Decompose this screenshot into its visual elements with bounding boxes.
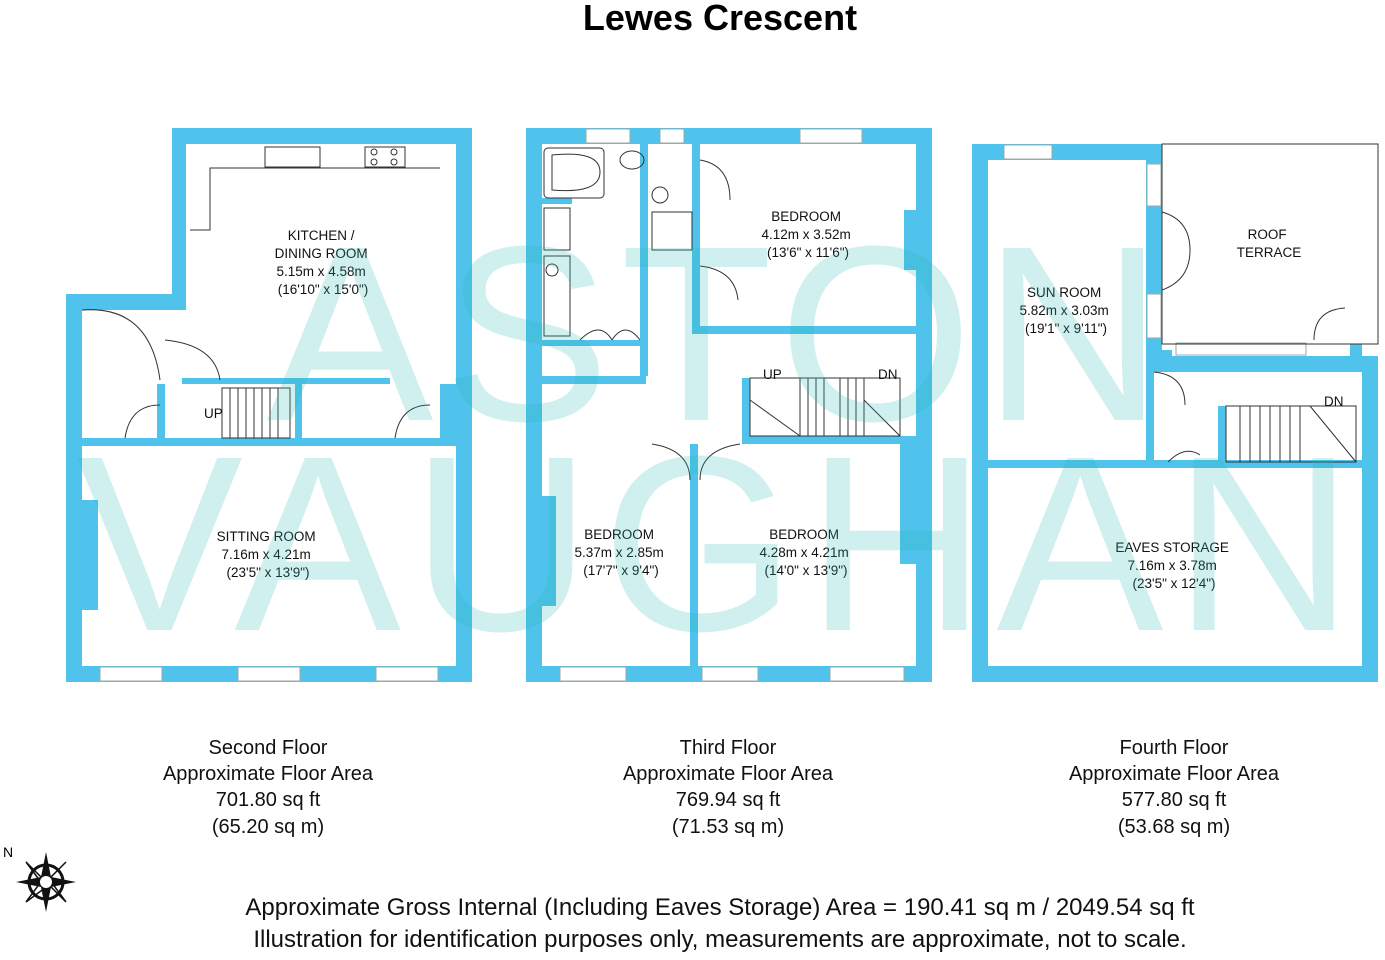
third-floor-sqft: 769.94 sq ft bbox=[676, 789, 781, 811]
stairs-down-label-fourth: DN bbox=[1324, 394, 1344, 409]
third-floor-interior-walls bbox=[542, 144, 916, 666]
second-floor-windows bbox=[99, 666, 439, 682]
second-floor-area-label: Approximate Floor Area bbox=[163, 763, 374, 785]
fourth-floor-name: Fourth Floor bbox=[1120, 737, 1229, 759]
second-floor-sqft: 701.80 sq ft bbox=[216, 789, 321, 811]
room-eaves-storage: EAVES STORAGE 7.16m x 3.78m (23'5" x 12'… bbox=[1115, 540, 1232, 591]
stairs-up-label-third: UP bbox=[763, 367, 782, 382]
disclaimer-note: Illustration for identification purposes… bbox=[253, 926, 1186, 953]
third-floor-plan: UP DN BEDROOM 4.12m x 3.52m (13'6" x 11'… bbox=[526, 128, 932, 682]
fourth-floor-interior-walls bbox=[988, 344, 1362, 468]
fourth-floor-windows bbox=[1003, 144, 1307, 356]
fourth-floor-area: Fourth Floor Approximate Floor Area 577.… bbox=[1069, 737, 1280, 838]
third-floor-name: Third Floor bbox=[680, 737, 777, 759]
second-floor-area: Second Floor Approximate Floor Area 701.… bbox=[163, 737, 374, 838]
third-floor-sqm: (71.53 sq m) bbox=[672, 816, 784, 838]
third-floor-windows bbox=[559, 128, 905, 682]
second-floor-name: Second Floor bbox=[209, 737, 328, 759]
second-floor-plan: UP KITCHEN / DINING ROOM 5.15m x 4.58m (… bbox=[66, 128, 472, 682]
room-kitchen-dining: KITCHEN / DINING ROOM 5.15m x 4.58m (16'… bbox=[275, 228, 372, 297]
compass-north-label: N bbox=[3, 844, 13, 860]
fourth-floor-sqft: 577.80 sq ft bbox=[1122, 789, 1227, 811]
room-roof-terrace: ROOF TERRACE bbox=[1237, 227, 1302, 260]
watermark-line-1: ASTON bbox=[267, 194, 1174, 473]
watermark: ASTON VAUGHAN bbox=[76, 194, 1364, 683]
room-bedroom-2: BEDROOM 5.37m x 2.85m (17'7" x 9'4") bbox=[574, 527, 667, 578]
gross-area-note: Approximate Gross Internal (Including Ea… bbox=[245, 894, 1195, 921]
watermark-line-2: VAUGHAN bbox=[76, 404, 1364, 683]
room-sun-room: SUN ROOM 5.82m x 3.03m (19'1" x 9'11") bbox=[1019, 285, 1112, 336]
fourth-floor-fixtures bbox=[1153, 143, 1379, 463]
room-bedroom-3: BEDROOM 4.28m x 4.21m (14'0" x 13'9") bbox=[759, 527, 852, 578]
compass-icon bbox=[16, 852, 76, 912]
fourth-floor-stairs bbox=[1225, 405, 1357, 463]
kitchen-fittings bbox=[81, 146, 440, 439]
plan-title: Lewes Crescent bbox=[583, 0, 857, 38]
third-floor-area-label: Approximate Floor Area bbox=[623, 763, 834, 785]
stairs-down-label-third: DN bbox=[878, 367, 898, 382]
room-bedroom-1: BEDROOM 4.12m x 3.52m (13'6" x 11'6") bbox=[761, 209, 854, 260]
third-floor-fixtures bbox=[543, 147, 741, 481]
fourth-floor-sqm: (53.68 sq m) bbox=[1118, 816, 1230, 838]
second-floor-sqm: (65.20 sq m) bbox=[212, 816, 324, 838]
second-floor-stairs bbox=[221, 387, 291, 439]
stairs-up-label: UP bbox=[204, 406, 223, 421]
third-floor-area: Third Floor Approximate Floor Area 769.9… bbox=[623, 737, 834, 838]
room-sitting-room: SITTING ROOM 7.16m x 4.21m (23'5" x 13'9… bbox=[217, 529, 320, 580]
second-floor-interior-walls bbox=[82, 378, 456, 610]
fourth-floor-area-label: Approximate Floor Area bbox=[1069, 763, 1280, 785]
third-floor-stairs bbox=[749, 377, 901, 437]
fourth-floor-plan: DN SUN ROOM 5.82m x 3.03m (19'1" x 9'11"… bbox=[972, 143, 1379, 682]
